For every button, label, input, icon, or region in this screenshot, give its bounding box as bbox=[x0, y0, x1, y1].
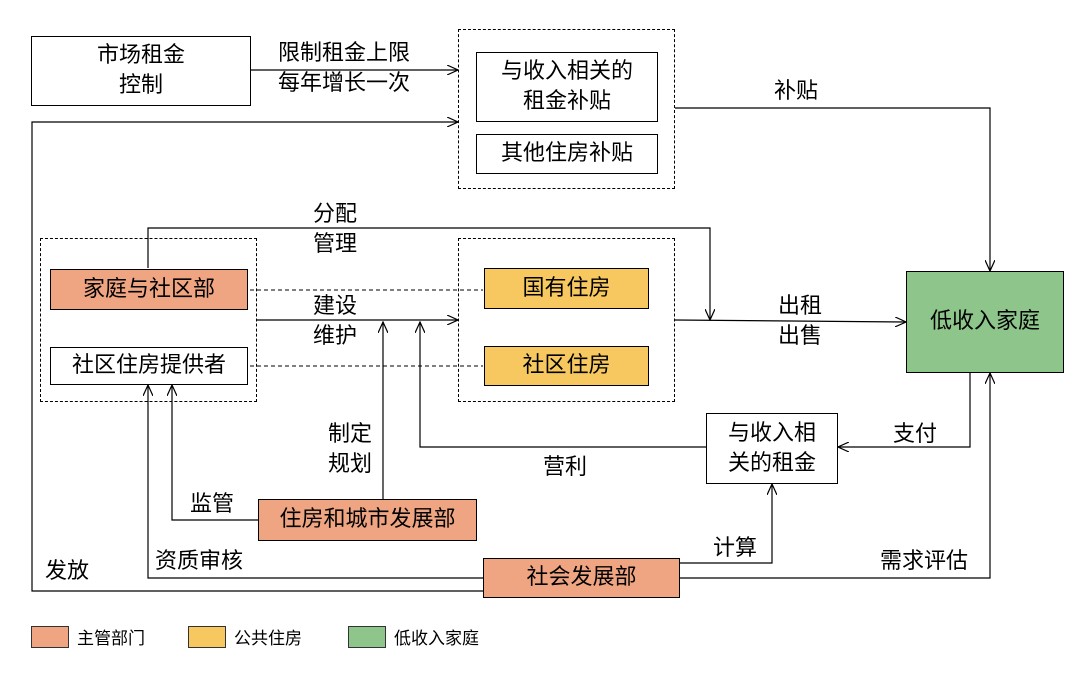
label-construction-maintenance: 建设 维护 bbox=[313, 294, 358, 349]
arrow-supervise bbox=[172, 385, 258, 521]
arrow-profit bbox=[420, 322, 706, 448]
provider-group bbox=[40, 238, 257, 402]
legend-item-public-housing: 公共住房 bbox=[188, 624, 302, 649]
other-housing-subsidy-box: 其他住房补贴 bbox=[476, 134, 658, 174]
legend-label-low-income: 低收入家庭 bbox=[394, 629, 479, 649]
legend-label-authority: 主管部门 bbox=[77, 629, 145, 649]
label-allocation-management: 分配 管理 bbox=[313, 202, 358, 257]
label-rent-sell: 出租 出售 bbox=[778, 294, 823, 349]
legend-label-public-housing: 公共住房 bbox=[234, 629, 302, 649]
legend-swatch-low-income bbox=[348, 625, 386, 648]
arrow-needs-assessment bbox=[680, 373, 990, 579]
family-community-dept-box: 家庭与社区部 bbox=[50, 269, 248, 310]
state-housing-box: 国有住房 bbox=[484, 268, 649, 309]
label-make-plan: 制定 规划 bbox=[328, 422, 373, 477]
legend-item-authority: 主管部门 bbox=[31, 624, 145, 649]
legend-swatch-authority bbox=[31, 625, 69, 648]
label-issue: 发放 bbox=[45, 559, 90, 584]
low-income-families-box: 低收入家庭 bbox=[906, 271, 1064, 373]
housing-urban-dept-box: 住房和城市发展部 bbox=[258, 499, 477, 541]
legend-swatch-public-housing bbox=[188, 625, 226, 648]
community-housing-provider-box: 社区住房提供者 bbox=[50, 347, 248, 385]
arrow-rent-sell bbox=[674, 320, 906, 322]
label-pay: 支付 bbox=[893, 422, 938, 447]
label-needs-assessment: 需求评估 bbox=[880, 549, 969, 574]
income-rent-subsidy-box: 与收入相关的 租金补贴 bbox=[476, 52, 658, 122]
arrow-pay bbox=[838, 373, 971, 447]
label-qualification-review: 资质审核 bbox=[155, 549, 244, 574]
label-supervise: 监管 bbox=[190, 492, 235, 517]
social-development-dept-box: 社会发展部 bbox=[483, 558, 680, 598]
label-calculate: 计算 bbox=[713, 536, 758, 561]
legend-item-low-income: 低收入家庭 bbox=[348, 624, 479, 649]
arrow-qualification bbox=[148, 385, 483, 579]
community-housing-box: 社区住房 bbox=[484, 346, 649, 386]
arrow-calculate bbox=[680, 484, 772, 564]
label-limit-rent: 限制租金上限 每年增长一次 bbox=[278, 41, 411, 96]
public-housing-group bbox=[458, 238, 675, 402]
arrow-subsidy bbox=[675, 107, 990, 271]
income-related-rent-box: 与收入相 关的租金 bbox=[706, 413, 838, 484]
subsidy-group bbox=[458, 29, 675, 189]
label-subsidy: 补贴 bbox=[774, 79, 819, 104]
label-profit: 营利 bbox=[543, 455, 588, 480]
arrow-allocation bbox=[147, 227, 710, 320]
market-rent-control-box: 市场租金 控制 bbox=[31, 36, 251, 106]
arrow-issue bbox=[31, 122, 483, 592]
